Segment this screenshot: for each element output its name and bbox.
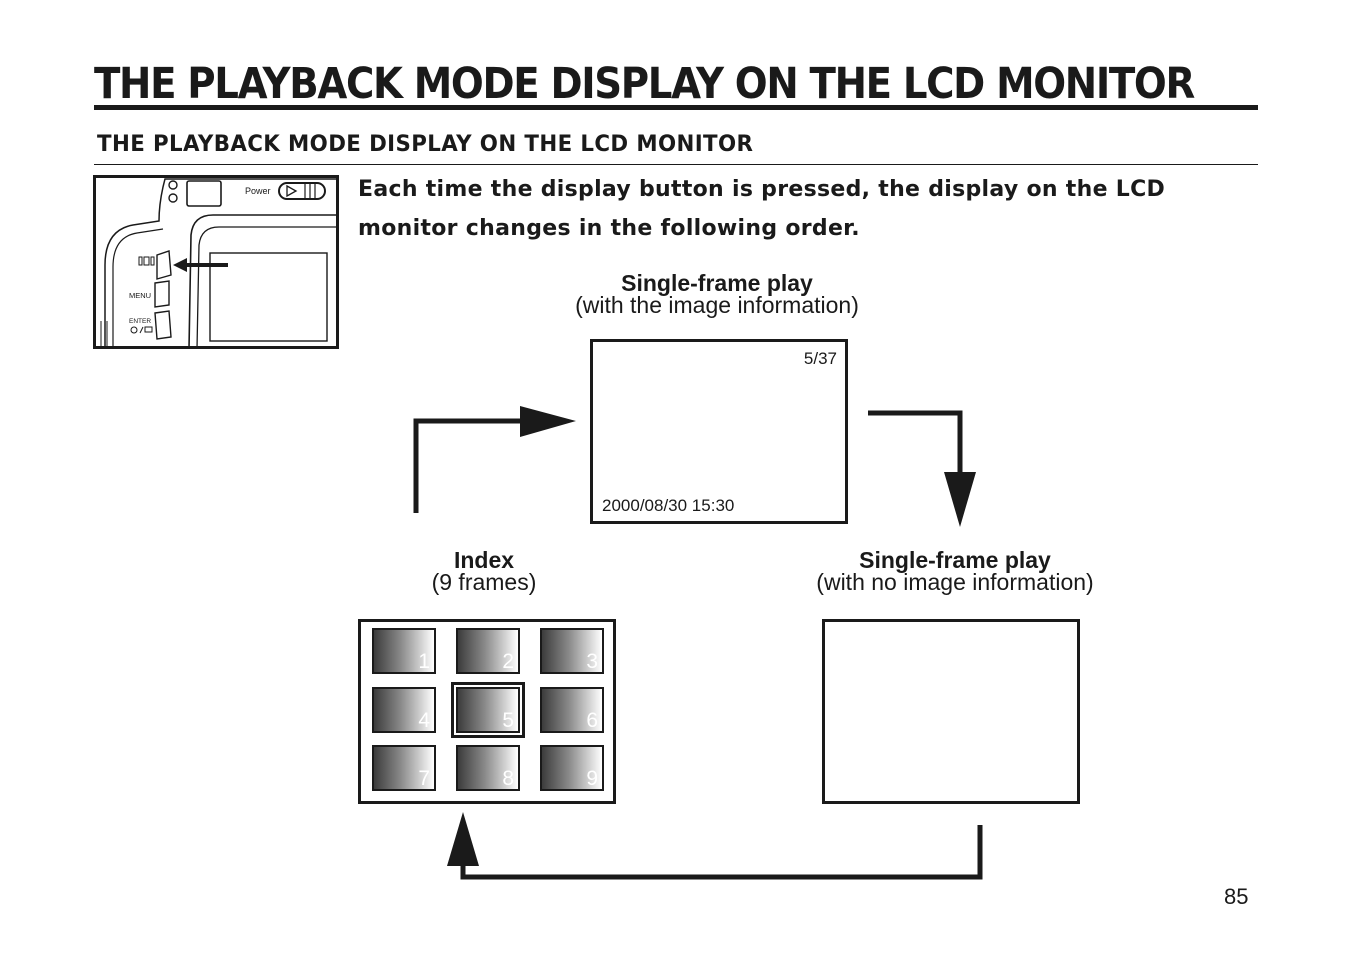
label-single-info-subtitle: (with the image information) — [575, 292, 859, 318]
index-thumbnail: 3 — [540, 628, 604, 674]
power-label: Power — [245, 186, 271, 196]
thumbnail-number: 8 — [502, 767, 514, 790]
thumbnail-number: 1 — [418, 650, 430, 673]
section-rule — [94, 164, 1258, 165]
lcd-screen-no-info — [822, 619, 1080, 804]
label-index-title: Index — [453, 547, 515, 573]
page-number: 85 — [1224, 884, 1249, 909]
index-thumbnail-selected: 5 — [451, 682, 525, 738]
thumbnail-number: 5 — [502, 709, 514, 732]
thumbnail-number: 9 — [586, 767, 598, 790]
label-single-noinfo: Single-frame play (with no image informa… — [798, 547, 1112, 595]
lcd-screen-index: 1 2 3 4 5 6 7 8 9 — [358, 619, 616, 804]
index-thumbnail: 4 — [372, 687, 436, 733]
thumbnail-number: 7 — [418, 767, 430, 790]
thumbnail-number: 2 — [502, 650, 514, 673]
arrow-noinfo-to-index — [447, 812, 983, 880]
arrow-index-to-info — [413, 406, 576, 513]
label-index-subtitle: (9 frames) — [431, 569, 537, 595]
label-single-noinfo-title: Single-frame play — [859, 547, 1051, 573]
arrow-info-to-noinfo — [868, 410, 976, 527]
index-thumbnail: 8 — [456, 745, 520, 791]
page-title: THE PLAYBACK MODE DISPLAY ON THE LCD MON… — [94, 59, 1195, 109]
index-thumbnail: 1 — [372, 628, 436, 674]
label-single-noinfo-subtitle: (with no image information) — [816, 569, 1094, 595]
thumbnail-number: 3 — [586, 650, 598, 673]
camera-illustration: Power MENU ENTER — [93, 175, 339, 349]
index-thumbnail: 7 — [372, 745, 436, 791]
label-single-info-title: Single-frame play — [621, 270, 813, 296]
section-heading: THE PLAYBACK MODE DISPLAY ON THE LCD MON… — [97, 132, 754, 157]
menu-label: MENU — [129, 291, 151, 300]
enter-label: ENTER — [129, 318, 151, 325]
label-single-info: Single-frame play (with the image inform… — [558, 270, 876, 318]
date-time: 2000/08/30 15:30 — [602, 496, 735, 515]
label-index: Index (9 frames) — [404, 547, 564, 595]
index-thumbnail: 2 — [456, 628, 520, 674]
frame-counter: 5/37 — [803, 349, 837, 368]
thumbnail-number: 6 — [586, 709, 598, 732]
title-rule — [94, 105, 1258, 110]
index-thumbnail: 9 — [540, 745, 604, 791]
intro-text: Each time the display button is pressed,… — [358, 177, 1166, 241]
index-thumbnail: 6 — [540, 687, 604, 733]
lcd-screen-with-info: 5/37 2000/08/30 15:30 — [590, 339, 848, 524]
thumbnail-number: 4 — [418, 709, 430, 732]
